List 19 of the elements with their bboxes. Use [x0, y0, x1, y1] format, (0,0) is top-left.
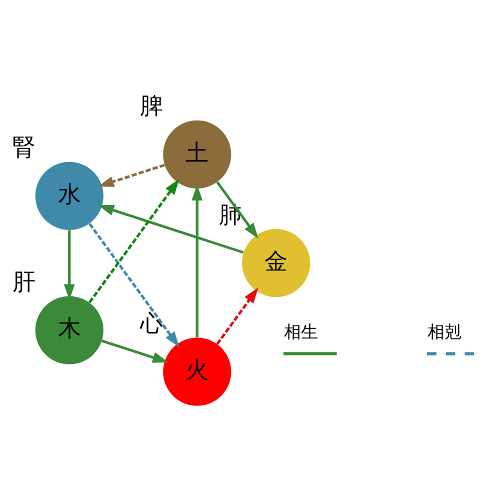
node-circle: 水 — [35, 161, 104, 230]
arrow — [88, 222, 180, 347]
arrow — [216, 180, 258, 238]
legend-label: 相剋 — [427, 320, 462, 341]
arrow — [98, 204, 244, 254]
arrow — [216, 287, 258, 344]
arrow — [192, 184, 203, 337]
node-label: 脾 — [140, 93, 164, 120]
node-circle: 木 — [35, 296, 104, 364]
node-circle: 火 — [163, 337, 232, 406]
arrow — [102, 339, 168, 362]
legend-label: 相生 — [284, 320, 318, 341]
node-circle: 金 — [242, 228, 310, 297]
node-label: 心 — [140, 310, 164, 336]
node-label: 腎 — [12, 134, 36, 161]
arrow — [98, 163, 165, 186]
arrow — [88, 178, 180, 303]
node-circle: 土 — [163, 120, 232, 188]
node-label: 肝 — [12, 268, 36, 295]
